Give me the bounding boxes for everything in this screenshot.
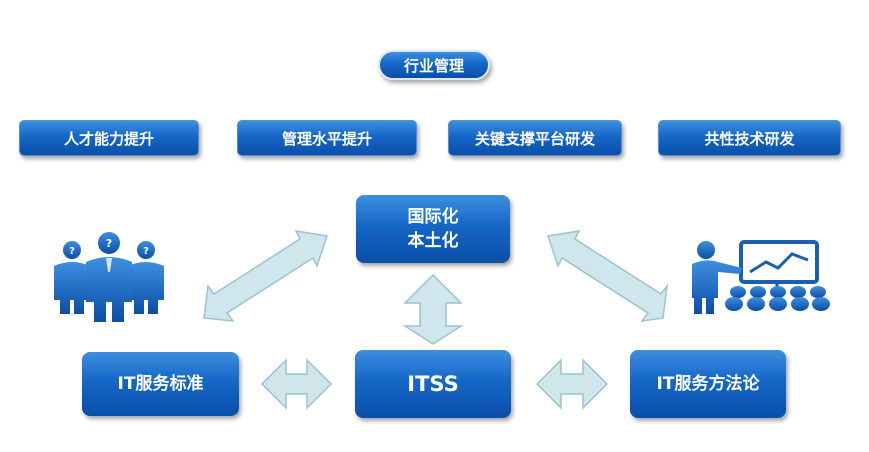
presentation-audience-icon [692,240,830,314]
svg-text:?: ? [69,246,75,257]
goal-common-tech-rd: 共性技术研发 [658,120,841,156]
svg-text:?: ? [106,237,112,250]
it-service-methodology-node: IT服务方法论 [630,350,786,418]
double-arrow-horizontal-left-icon [260,358,333,410]
double-arrow-horizontal-right-icon [535,358,609,410]
svg-text:?: ? [143,246,149,257]
goal-management-level: 管理水平提升 [237,120,417,156]
double-arrow-right-diagonal-icon [547,230,669,322]
itss-core-node: ITSS [355,350,511,418]
internationalization-label: 国际化 [407,207,459,227]
industry-management-label: 行业管理 [378,50,490,80]
goal-talent-capability: 人才能力提升 [19,120,199,156]
internationalization-node: 国际化 本土化 [356,195,510,263]
localization-label: 本土化 [407,231,459,251]
it-service-standards-node: IT服务标准 [82,352,239,416]
goal-key-platform-rd: 关键支撑平台研发 [448,120,622,156]
people-question-icon: ? ? ? [54,232,164,322]
double-arrow-vertical-icon [402,273,464,345]
double-arrow-left-diagonal-icon [203,230,328,322]
